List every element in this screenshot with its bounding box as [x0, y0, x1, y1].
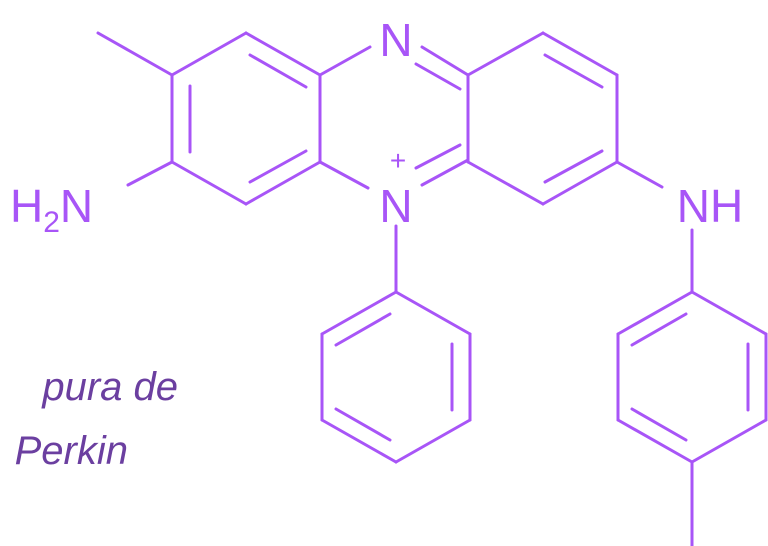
- bond-left-ring-2-double: [248, 53, 308, 89]
- atom-nh-right: NH: [677, 180, 743, 232]
- atom-amine-left: H2N: [10, 180, 93, 239]
- bond-right-ring-2-double: [543, 53, 604, 89]
- bond-center-n-bottom-right: [420, 158, 470, 187]
- bond-tolyl-6-double: [630, 312, 688, 347]
- bond-center-n-bottom-left: [318, 160, 370, 190]
- bond-center-n-bottom-right-double: [414, 143, 462, 170]
- bond-center-n-top-right-double: [414, 62, 462, 91]
- bond-right-ring-4: [541, 160, 619, 206]
- amine-n: N: [60, 180, 93, 232]
- bond-right-ring-4-double: [543, 149, 604, 184]
- atom-n-center: N: [379, 180, 412, 232]
- bond-phenyl-1: [394, 290, 472, 336]
- amine-bond: [126, 160, 174, 187]
- bond-right-ring-5: [466, 160, 545, 206]
- bond-right-ring-1: [466, 31, 545, 77]
- caption-line-2: Perkin: [15, 429, 128, 473]
- bond-left-ring-4-double: [248, 149, 308, 184]
- right-ring-bonds: [466, 31, 664, 206]
- amine-h: H: [10, 180, 43, 232]
- central-ring-bonds: [318, 45, 470, 294]
- bond-tolyl-4-double: [630, 407, 688, 442]
- bond-tolyl-6: [616, 290, 694, 336]
- bond-phenyl-4: [320, 418, 398, 464]
- charge-plus: +: [390, 145, 406, 176]
- tolyl-ring-bonds: [616, 228, 768, 546]
- bond-phenyl-3: [394, 418, 472, 464]
- bond-tolyl-3: [690, 418, 768, 464]
- methyl-bond: [96, 31, 174, 77]
- bond-nh: [615, 160, 664, 189]
- bond-tolyl-1: [690, 290, 768, 336]
- bond-left-ring-2: [244, 31, 322, 77]
- bond-tolyl-4: [616, 418, 694, 464]
- bond-left-ring-1: [170, 31, 248, 77]
- amine-subscript: 2: [43, 206, 60, 239]
- bond-left-ring-5: [170, 160, 248, 206]
- bond-center-n-top-right: [420, 45, 470, 77]
- atom-n-top: N: [379, 14, 412, 66]
- left-ring-bonds: [96, 31, 322, 206]
- bond-center-n-top-left: [318, 45, 372, 77]
- bond-right-ring-2: [541, 31, 619, 77]
- caption-line-1: pura de: [41, 365, 178, 409]
- bond-phenyl-6: [320, 290, 398, 336]
- phenyl-ring-bonds: [320, 290, 472, 464]
- bond-phenyl-6-double: [334, 312, 392, 347]
- bond-phenyl-4-double: [334, 407, 392, 442]
- bond-left-ring-4: [244, 160, 322, 206]
